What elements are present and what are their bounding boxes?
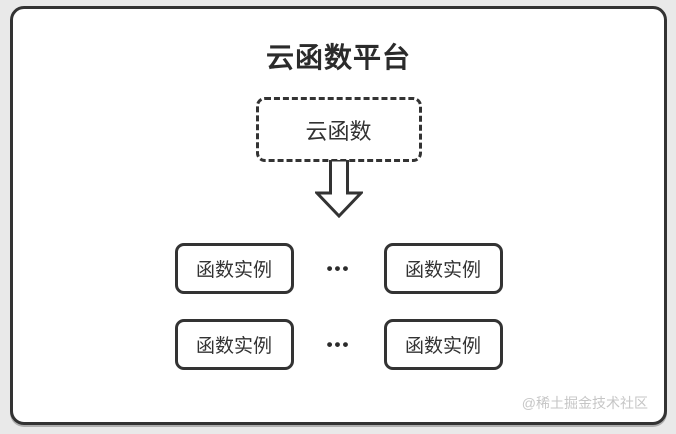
function-instance-node: 函数实例 xyxy=(174,319,294,370)
function-instance-label: 函数实例 xyxy=(404,260,481,281)
ellipsis-dots: ••• xyxy=(326,259,351,278)
down-arrow-icon xyxy=(314,160,363,218)
function-instance-node: 函数实例 xyxy=(383,319,503,370)
function-instance-label: 函数实例 xyxy=(404,336,481,357)
instance-grid: 函数实例 ••• 函数实例 函数实例 ••• 函数实例 xyxy=(13,243,664,370)
ellipsis-dots: ••• xyxy=(326,335,351,354)
cloud-function-node: 云函数 xyxy=(255,97,422,162)
instance-row: 函数实例 ••• 函数实例 xyxy=(13,243,664,294)
page-title: 云函数平台 xyxy=(265,42,411,73)
cloud-function-label: 云函数 xyxy=(305,118,372,144)
arrow-container xyxy=(13,160,664,218)
function-instance-label: 函数实例 xyxy=(195,336,272,357)
watermark: @稀土掘金技术社区 xyxy=(521,395,648,411)
diagram-card: 云函数平台 云函数 函数实例 ••• 函数实例 函数实例 ••• 函数实例 xyxy=(10,6,667,425)
instance-row: 函数实例 ••• 函数实例 xyxy=(13,319,664,370)
function-instance-label: 函数实例 xyxy=(195,260,272,281)
function-instance-node: 函数实例 xyxy=(383,243,503,294)
function-instance-node: 函数实例 xyxy=(174,243,294,294)
